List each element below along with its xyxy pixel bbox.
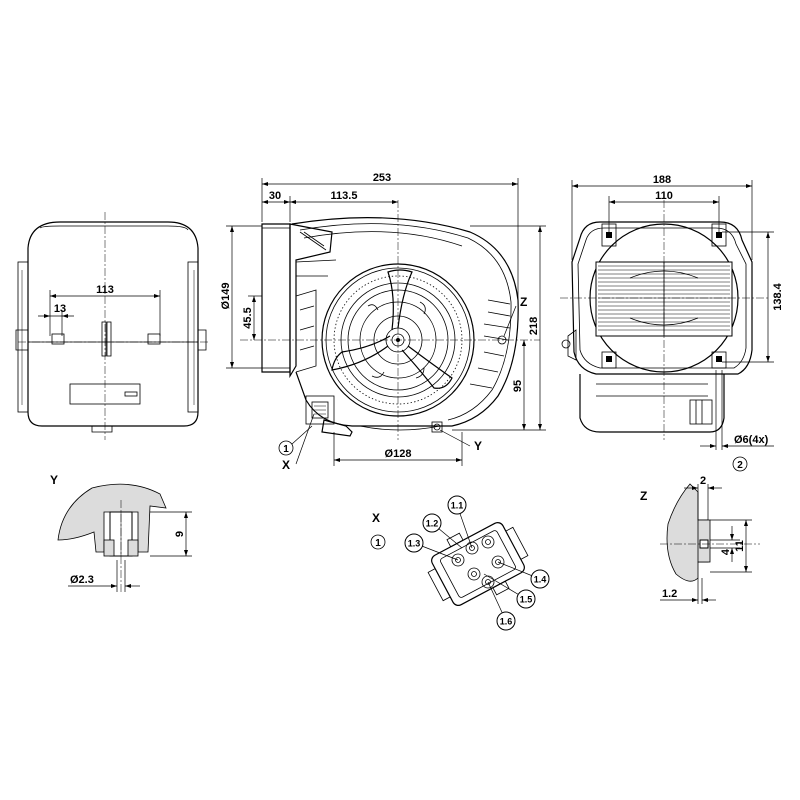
pin-label: 1.5 — [520, 595, 533, 605]
dim-front-113: 113 — [96, 284, 114, 296]
pin-callout: 1.1 — [447, 495, 473, 549]
dim-218: 218 — [528, 317, 540, 335]
connector-pin — [491, 555, 505, 569]
dim-y-d2-3: Ø2.3 — [70, 574, 94, 586]
detail-z-title: Z — [640, 489, 647, 503]
dim-45-5: 45.5 — [242, 307, 254, 328]
label-y: Y — [474, 439, 482, 453]
detail-y-title: Y — [50, 473, 58, 487]
connector-pins — [451, 535, 505, 589]
dim-113-5: 113.5 — [331, 190, 358, 202]
callout-1: 1 — [283, 444, 289, 455]
dim-30: 30 — [269, 190, 281, 202]
pin-label: 1.2 — [426, 519, 439, 529]
pin-callout: 1.6 — [487, 581, 516, 631]
dim-110: 110 — [655, 190, 673, 202]
pin-callouts: 1.1 1.2 1.3 1.41.5 1.6 — [404, 495, 550, 631]
dim-188: 188 — [653, 174, 671, 186]
dim-z-1-2: 1.2 — [662, 588, 677, 600]
connector-pin — [465, 541, 479, 555]
pin-callout: 1.4 — [497, 561, 550, 589]
front-view: 113 13 — [15, 212, 208, 440]
dim-d149: Ø149 — [220, 283, 232, 310]
label-z: Z — [520, 295, 527, 309]
dim-95: 95 — [512, 380, 524, 392]
dim-138-4: 138.4 — [772, 282, 784, 310]
callout-2: 2 — [737, 460, 743, 471]
rear-view: 188 110 138.4 Ø6(4x) 2 — [560, 174, 784, 472]
pin-label: 1.3 — [408, 539, 421, 549]
pin-callout: 1.3 — [404, 533, 459, 561]
connector-pin — [467, 567, 481, 581]
dim-hole-d6: Ø6(4x) — [734, 434, 769, 446]
dim-z-2: 2 — [700, 475, 706, 487]
detail-y: Y 9 Ø2.3 — [50, 473, 192, 592]
pin-label: 1.4 — [534, 575, 547, 585]
pin-label: 1.6 — [500, 617, 513, 627]
detail-x-title: X — [372, 511, 380, 525]
dim-z-11: 11 — [734, 540, 746, 552]
connector-pin — [451, 553, 465, 567]
pin-callout: 1.2 — [422, 513, 463, 549]
connector-pin — [481, 535, 495, 549]
detail-x: X 1 1.1 1.2 1.3 1.41.5 1.6 — [370, 495, 550, 631]
pin-label: 1.1 — [451, 501, 464, 511]
side-view: 253 30 113.5 Ø149 45.5 218 — [220, 172, 546, 472]
dim-d128: Ø128 — [385, 448, 412, 460]
dim-z-4: 4 — [720, 548, 732, 555]
dim-y-9: 9 — [174, 531, 186, 537]
label-x: X — [282, 458, 290, 472]
pin-callout: 1.5 — [483, 573, 536, 609]
detail-x-callout-1: 1 — [375, 538, 381, 549]
detail-z: Z 2 4 11 1.2 — [640, 475, 760, 604]
dim-front-13: 13 — [54, 303, 66, 315]
dim-253: 253 — [373, 172, 391, 184]
